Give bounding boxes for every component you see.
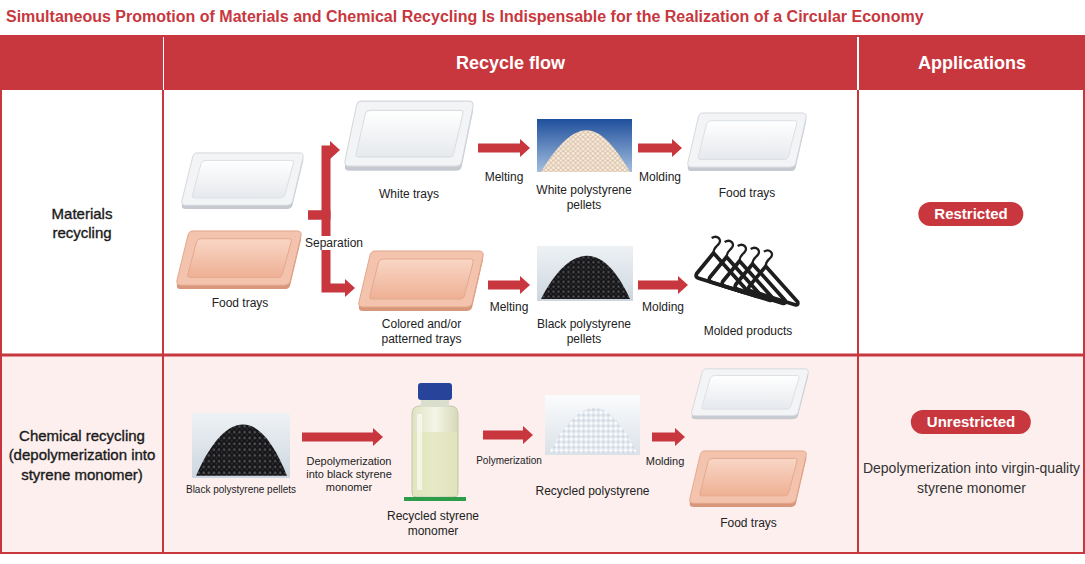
edge-label: Depolymerization into black styrene mono… — [299, 455, 399, 495]
pink-tray — [359, 251, 483, 311]
flow-arrow — [638, 144, 672, 153]
edge-label: Molding — [637, 170, 683, 184]
white-pellets-photo — [537, 119, 632, 172]
caption: Food trays — [720, 516, 777, 531]
pink-tray — [177, 231, 301, 289]
header-text: Applications — [918, 53, 1026, 74]
flow-arrow — [488, 281, 520, 290]
flow-item: Food trays — [172, 148, 308, 312]
edge-label: Polymerization — [474, 455, 544, 467]
flow-item: Black polystyrene pellets — [530, 244, 638, 348]
column-divider — [162, 90, 164, 553]
flow-arrow — [652, 433, 675, 442]
recycled-pellets-photo — [545, 395, 640, 455]
flow-arrow — [308, 150, 330, 215]
bottle-glass — [412, 406, 458, 497]
flow-arrow — [302, 433, 373, 442]
caption: Colored and/or patterned trays — [372, 317, 472, 347]
bottle-highlight — [417, 414, 422, 490]
edge-label: Molding — [640, 300, 686, 314]
flow-item: White trays — [340, 95, 478, 203]
status-pill: Restricted — [918, 202, 1023, 226]
edge-label: Molding — [644, 455, 687, 468]
white-tray — [688, 113, 807, 171]
white-tray — [345, 101, 473, 171]
row-header: Materials recycling — [2, 92, 162, 354]
title: Simultaneous Promotion of Materials and … — [6, 7, 924, 26]
header-corner — [0, 36, 163, 90]
row-label: Materials recycling — [27, 204, 137, 243]
black-pellets-photo — [192, 413, 290, 478]
flow-item: Recycled polystyrene — [533, 392, 652, 500]
bottle-cap — [418, 383, 452, 400]
caption: Food trays — [719, 186, 776, 201]
status-pill: Unrestricted — [911, 410, 1031, 434]
flow-item: Recycled styrene monomer — [383, 378, 483, 540]
flow-arrow — [308, 215, 345, 288]
flow-item: Black polystyrene pellets — [180, 408, 302, 497]
edge-label: Melting — [488, 300, 531, 314]
flow-item: Molded products — [688, 228, 808, 340]
caption: Recycled styrene monomer — [385, 509, 481, 539]
caption: Black polystyrene pellets — [186, 484, 296, 497]
row-header: Chemical recycling (depolymerization int… — [2, 358, 162, 552]
status-text: Restricted — [934, 205, 1007, 223]
edge-label: Separation — [303, 236, 365, 250]
row-label: Chemical recycling (depolymerization int… — [4, 426, 160, 485]
table-border — [1, 36, 1084, 553]
flow-item: Food trays — [685, 364, 812, 532]
caption: White polystyrene pellets — [532, 183, 636, 213]
base-bar — [404, 497, 466, 501]
flow-item: Food trays — [682, 108, 812, 202]
flow-item: White polystyrene pellets — [530, 116, 638, 214]
black-pellets-photo — [537, 246, 633, 301]
caption: Black polystyrene pellets — [532, 317, 636, 347]
white-tray — [692, 369, 809, 419]
column-divider — [857, 90, 859, 553]
column-header: Applications — [859, 36, 1085, 90]
monomer-bottle — [404, 383, 466, 501]
header-text: Recycle flow — [456, 53, 565, 74]
flow-arrow — [478, 144, 520, 153]
hanger — [749, 250, 798, 304]
flow-arrow — [638, 281, 678, 290]
column-header: Recycle flow — [164, 36, 857, 90]
caption: Food trays — [212, 296, 269, 311]
status-text: Unrestricted — [927, 413, 1015, 431]
white-tray — [182, 153, 303, 209]
caption: White trays — [379, 187, 439, 202]
pink-tray — [690, 451, 807, 507]
flow-item: Colored and/or patterned trays — [355, 248, 488, 348]
edge-label: Melting — [483, 170, 526, 184]
caption: Molded products — [704, 324, 793, 339]
flow-arrow — [483, 431, 523, 440]
caption: Recycled polystyrene — [535, 484, 649, 499]
note: Depolymerization into virgin-quality sty… — [862, 458, 1081, 499]
